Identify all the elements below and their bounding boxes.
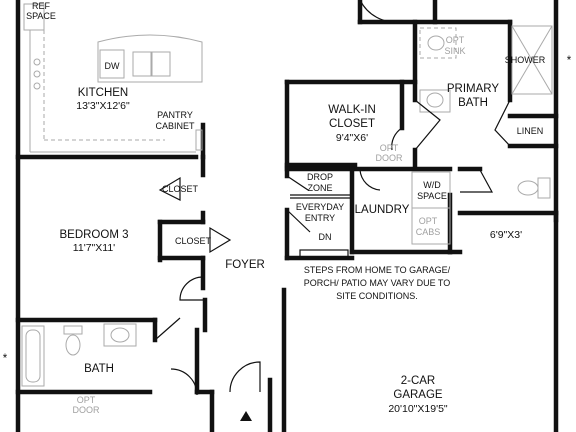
walkin-opt-door-2: DOOR — [376, 153, 404, 163]
ref-space-label-1: REF — [32, 1, 51, 11]
wd-space-1: W/D — [423, 180, 441, 190]
doors — [154, 0, 511, 396]
primary-bath-1: PRIMARY — [447, 83, 500, 95]
ref-space-label-2: SPACE — [26, 11, 56, 21]
steps-note-3: SITE CONDITIONS. — [336, 291, 418, 301]
walkin-size: 9'4"X6' — [336, 132, 368, 144]
everyday-entry-2: ENTRY — [305, 213, 335, 223]
laundry-details — [290, 171, 451, 259]
drop-zone-2: ZONE — [307, 183, 332, 193]
foyer-label: FOYER — [225, 259, 265, 271]
bedroom3-label: BEDROOM 3 — [59, 229, 128, 241]
bath-fixtures — [21, 25, 553, 387]
walkin-label-1: WALK-IN — [328, 104, 376, 116]
wd-space-2: SPACE — [417, 191, 447, 201]
opt-cabs-2: CABS — [416, 227, 441, 237]
linen-label: LINEN — [517, 126, 544, 136]
opt-sink-1: OPT — [446, 35, 465, 45]
room-labels: REF SPACE DW KITCHEN 13'3"X12'6" PANTRY … — [3, 1, 572, 415]
pantry-label-2: CABINET — [155, 121, 195, 131]
laundry-label: LAUNDRY — [355, 204, 410, 216]
bath-label: BATH — [84, 363, 114, 375]
star-right: * — [567, 55, 572, 67]
everyday-entry-1: EVERYDAY — [296, 202, 344, 212]
steps-note-1: STEPS FROM HOME TO GARAGE/ — [304, 265, 451, 275]
kitchen-fixtures — [23, 3, 203, 153]
star-left: * — [3, 353, 8, 365]
dn-label: DN — [319, 232, 332, 242]
steps-note-2: PORCH/ PATIO MAY VARY DUE TO — [304, 278, 451, 288]
walkin-opt-door-1: OPT — [380, 143, 399, 153]
entry-arrow-icon — [240, 411, 252, 421]
garage-label-1: 2-CAR — [401, 375, 436, 387]
bath-opt-door-1: OPT — [77, 395, 96, 405]
primary-bath-2: BATH — [458, 97, 488, 109]
garage-label-2: GARAGE — [393, 389, 443, 401]
bedroom3-size: 11'7"X11' — [73, 242, 115, 254]
closet-lower-label: CLOSET — [175, 236, 212, 246]
opt-sink-2: SINK — [444, 46, 465, 56]
kitchen-size: 13'3"X12'6" — [76, 100, 130, 112]
walkin-label-2: CLOSET — [329, 118, 375, 130]
porch-size: 6'9"X3' — [490, 229, 522, 241]
kitchen-label: KITCHEN — [78, 87, 128, 99]
garage-size: 20'10"X19'5" — [388, 403, 448, 415]
bath-opt-door-2: DOOR — [73, 405, 101, 415]
opt-cabs-1: OPT — [419, 216, 438, 226]
shower-label: SHOWER — [505, 55, 546, 65]
drop-zone-1: DROP — [307, 172, 333, 182]
pantry-label-1: PANTRY — [157, 110, 193, 120]
dw-label: DW — [105, 61, 120, 71]
closet-upper-label: CLOSET — [162, 184, 199, 194]
